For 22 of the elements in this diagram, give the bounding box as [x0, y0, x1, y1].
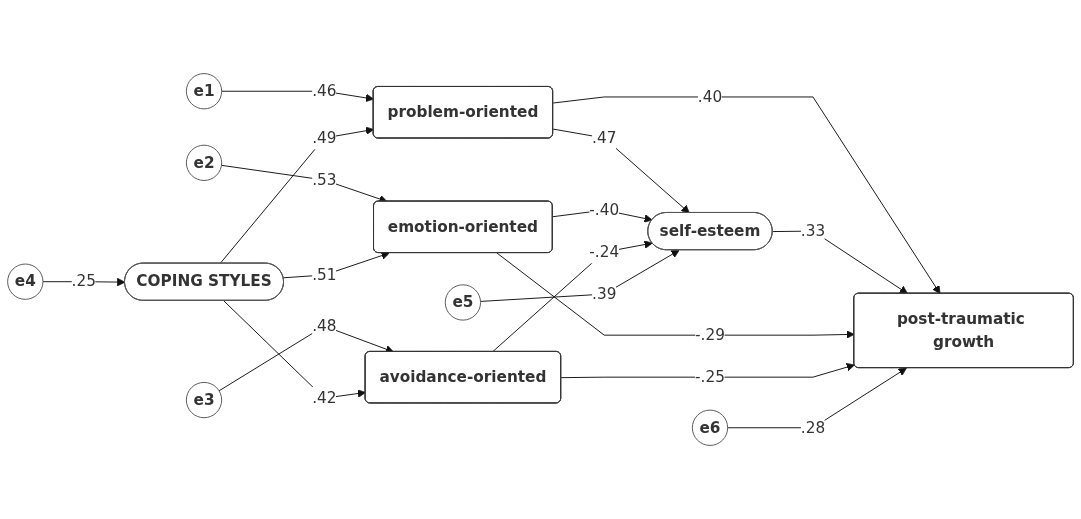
node-circle: e2 — [185, 144, 223, 181]
edge-label: .53 — [312, 170, 337, 189]
edge-label: .51 — [312, 265, 337, 284]
edge-label: .47 — [592, 128, 617, 147]
node-circle: e5 — [444, 284, 482, 321]
edge-label: -.24 — [589, 242, 620, 261]
edge-label: .28 — [800, 418, 826, 437]
edge-label: .33 — [800, 221, 826, 240]
edge-label: .39 — [592, 284, 617, 303]
edge-label: .40 — [697, 87, 723, 106]
edge-label: .42 — [312, 388, 337, 407]
edge-label: .25 — [71, 272, 96, 291]
edge-label: .49 — [312, 128, 337, 147]
edge-label: -.29 — [695, 325, 725, 344]
node-circle: e6 — [691, 409, 729, 446]
node-circle: e3 — [185, 381, 223, 419]
edge-label: -.25 — [695, 367, 725, 386]
edge-label: -.40 — [589, 200, 620, 219]
node-circle: e1 — [185, 73, 223, 110]
node-circle: e4 — [7, 263, 44, 300]
edge-label: .46 — [312, 81, 337, 100]
edge-label: .48 — [312, 316, 337, 335]
